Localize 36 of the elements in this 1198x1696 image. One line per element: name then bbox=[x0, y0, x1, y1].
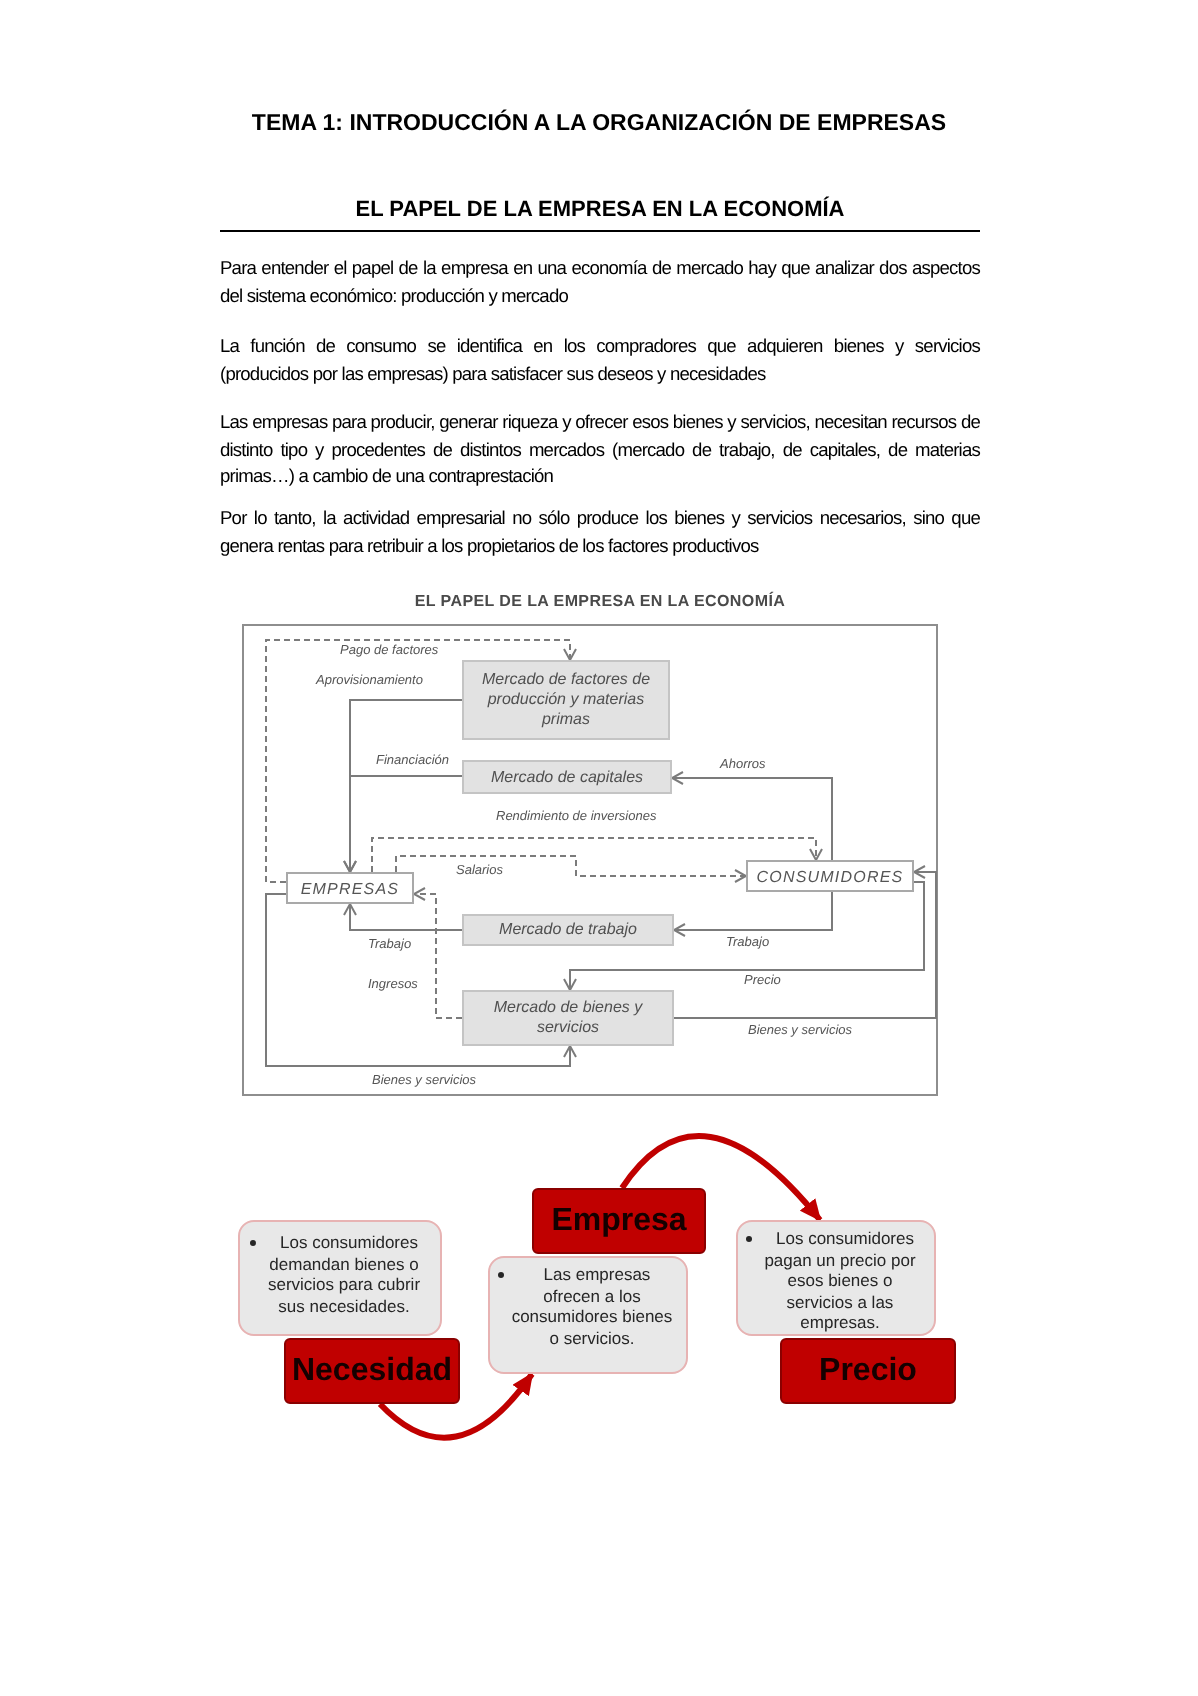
agent-box: CONSUMIDORES bbox=[746, 860, 914, 892]
figure-frame bbox=[242, 624, 938, 1096]
flow-arrow bbox=[265, 893, 577, 1067]
market-box: Mercado de trabajo bbox=[462, 914, 674, 946]
curved-arrow bbox=[619, 1133, 823, 1222]
agent-box: EMPRESAS bbox=[286, 872, 414, 904]
flow-arrow bbox=[395, 855, 747, 883]
market-box: Mercado de capitales bbox=[462, 760, 672, 794]
flow-arrow bbox=[343, 903, 463, 931]
paragraph: Las empresas para producir, generar riqueza y ofrecer esos bienes y servicios, necesitan recursos de distinto tipo y procedentes de distintos mercados (mercado de trabajo, de capitales, de materias primas…) a cambio de una contraprestación bbox=[220, 410, 980, 490]
page-title: TEMA 1: INTRODUCCIÓN A LA ORGANIZACIÓN DE EMPRESAS bbox=[251, 110, 947, 138]
text-card bbox=[736, 1220, 936, 1336]
flow-arrow bbox=[671, 771, 833, 861]
card-text: Las empresas ofrecen a los consumidores bienes o servicios. bbox=[509, 1264, 675, 1348]
flow-arrow bbox=[265, 639, 577, 883]
text-card bbox=[488, 1256, 688, 1374]
flow-arrow bbox=[371, 837, 823, 873]
title-tab: Empresa bbox=[532, 1188, 706, 1254]
flow-arrow bbox=[413, 887, 463, 1019]
section-heading: EL PAPEL DE LA EMPRESA EN LA ECONOMÍA bbox=[355, 196, 845, 224]
paragraph: Por lo tanto, la actividad empresarial no sólo produce los bienes y servicios necesarios, sino que genera rentas para retribuir a los propietarios de los factores productivos bbox=[220, 506, 980, 560]
curved-arrow bbox=[377, 1372, 535, 1441]
text-card bbox=[238, 1220, 442, 1336]
flow-arrow bbox=[343, 775, 463, 873]
card-text: Los consumidores pagan un precio por esos bienes o servicios a las empresas. bbox=[762, 1228, 918, 1333]
title-tab: Precio bbox=[780, 1338, 956, 1404]
card-text: Los consumidores demandan bienes o servicios para cubrir sus necesidades. bbox=[265, 1232, 423, 1316]
flow-arrow bbox=[673, 865, 937, 1019]
paragraph: La función de consumo se identifica en los compradores que adquieren bienes y servicios (producidos por las empresas) para satisfacer sus deseos y necesidades bbox=[220, 334, 980, 388]
flow-arrow bbox=[563, 881, 925, 991]
paragraph: Para entender el papel de la empresa en una economía de mercado hay que analizar dos aspectos del sistema económico: producción y mercado bbox=[220, 256, 980, 310]
figure-title: EL PAPEL DE LA EMPRESA EN LA ECONOMÍA bbox=[414, 592, 786, 612]
market-box: Mercado de bienes y servicios bbox=[462, 990, 674, 1046]
title-tab: Necesidad bbox=[284, 1338, 460, 1404]
flow-arrow bbox=[673, 891, 833, 937]
market-box: Mercado de factores de producción y materias primas bbox=[462, 660, 670, 740]
